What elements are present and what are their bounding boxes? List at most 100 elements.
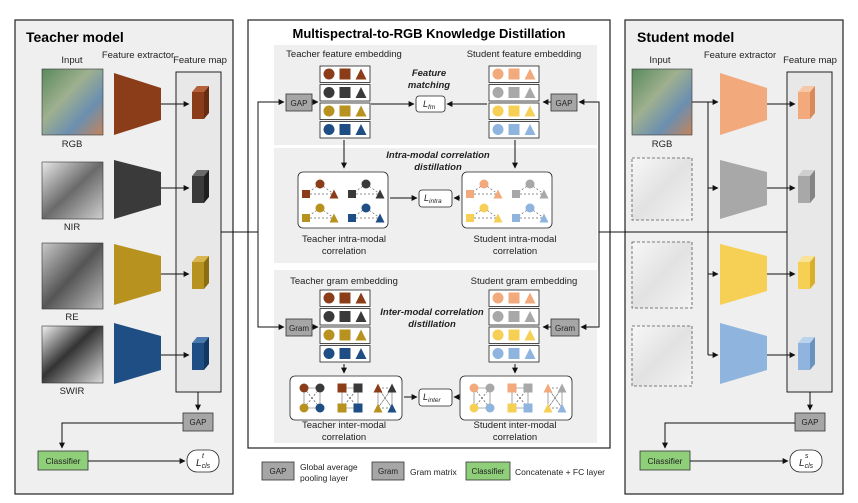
distill-student-gap-label: GAP — [556, 99, 573, 108]
circle-glyph — [323, 292, 335, 304]
triangle-glyph — [524, 124, 536, 135]
triangle-glyph — [524, 311, 536, 322]
teacher-featmap-nir — [192, 170, 209, 203]
teacher-loss-cls — [186, 449, 220, 473]
square-glyph — [337, 403, 347, 413]
square-glyph — [339, 329, 351, 341]
circle-glyph — [315, 179, 325, 189]
circle-glyph — [492, 124, 504, 135]
legend-gram-box-label: Gram — [378, 467, 398, 476]
square-glyph — [353, 403, 363, 413]
intra-title: distillation — [414, 162, 462, 173]
correlation-edge — [529, 207, 545, 219]
circle-glyph — [323, 87, 335, 98]
legend-classifier-text: Concatenate + FC layer — [515, 467, 605, 477]
square-glyph — [339, 87, 351, 98]
student-gram-emb-label: Student gram embedding — [471, 276, 578, 287]
legend-gap-text: pooling layer — [300, 473, 348, 483]
teacher-gap-box — [182, 412, 214, 432]
student-col-input: Input — [649, 55, 670, 66]
square-glyph — [339, 292, 351, 304]
square-glyph — [508, 87, 520, 98]
correlation-edge — [365, 207, 381, 219]
circle-glyph — [323, 124, 335, 135]
student-gram-embedding — [488, 289, 540, 363]
student-extractor-3 — [720, 244, 767, 305]
teacher-extractor-rgb — [114, 73, 161, 135]
square-glyph — [507, 403, 517, 413]
student-input-rgb-image — [631, 68, 693, 136]
teacher-feature-embedding — [319, 65, 371, 139]
square-glyph — [523, 403, 533, 413]
square-glyph — [466, 190, 474, 198]
svg-text:Lcls: Lcls — [799, 458, 814, 470]
student-classifier-label: Classifier — [648, 456, 683, 466]
circle-glyph — [525, 179, 535, 189]
circle-glyph — [479, 179, 489, 189]
student-loss-sub: cls — [805, 463, 814, 470]
square-glyph — [302, 190, 310, 198]
triangle-glyph — [557, 383, 567, 393]
triangle-glyph — [375, 189, 385, 199]
correlation-edge — [469, 183, 485, 195]
triangle-glyph — [355, 87, 367, 98]
circle-glyph — [299, 383, 309, 393]
teacher-featmap-swir — [192, 337, 209, 370]
student-panel: Student model Input Feature extractor Fe… — [624, 19, 844, 495]
teacher-intra-label: Teacher intra-modal — [302, 234, 386, 245]
teacher-extractor-nir — [114, 160, 161, 219]
circle-glyph — [323, 68, 335, 80]
square-glyph — [339, 105, 351, 117]
teacher-col-input: Input — [61, 55, 82, 66]
triangle-glyph — [524, 68, 536, 80]
correlation-edge — [469, 207, 485, 219]
teacher-panel: Teacher model Input Feature extractor Fe… — [14, 19, 234, 495]
correlation-edge — [365, 183, 381, 195]
triangle-glyph — [524, 87, 536, 98]
teacher-loss-sub: cls — [202, 463, 211, 470]
correlation-edge — [351, 183, 367, 195]
student-gap-label: GAP — [802, 418, 819, 427]
square-glyph — [353, 383, 363, 393]
teacher-input-label: NIR — [64, 222, 81, 233]
circle-glyph — [485, 403, 495, 413]
correlation-edge — [319, 207, 335, 219]
square-glyph — [523, 383, 533, 393]
teacher-intra-correlation — [297, 171, 389, 229]
correlation-edge — [305, 183, 321, 195]
student-title: Student model — [637, 29, 734, 45]
square-glyph — [507, 383, 517, 393]
student-extractor-2 — [720, 160, 767, 219]
triangle-glyph — [329, 189, 339, 199]
triangle-glyph — [355, 292, 367, 304]
square-glyph — [339, 311, 351, 322]
triangle-glyph — [539, 213, 549, 223]
student-intra-label: Student intra-modal — [474, 234, 557, 245]
triangle-glyph — [387, 403, 397, 413]
student-loss-base: L — [799, 458, 805, 469]
circle-glyph — [525, 203, 535, 213]
legend-gap-text: Global average — [300, 462, 358, 472]
circle-glyph — [492, 348, 504, 359]
loss-intra-sub: intra — [429, 198, 442, 205]
loss-inter-box — [418, 388, 453, 407]
circle-glyph — [492, 292, 504, 304]
teacher-featmap-re — [192, 256, 209, 289]
teacher-input-label: RE — [65, 312, 78, 323]
triangle-glyph — [355, 348, 367, 359]
triangle-glyph — [355, 329, 367, 341]
correlation-edge — [483, 183, 499, 195]
triangle-glyph — [387, 383, 397, 393]
square-glyph — [466, 214, 474, 222]
correlation-edge — [305, 207, 321, 219]
correlation-edge — [515, 207, 531, 219]
correlation-edge — [515, 183, 531, 195]
triangle-glyph — [373, 383, 383, 393]
circle-glyph — [492, 87, 504, 98]
circle-glyph — [315, 403, 325, 413]
circle-glyph — [492, 105, 504, 117]
circle-glyph — [492, 329, 504, 341]
student-input-placeholder — [631, 241, 693, 309]
triangle-glyph — [539, 189, 549, 199]
